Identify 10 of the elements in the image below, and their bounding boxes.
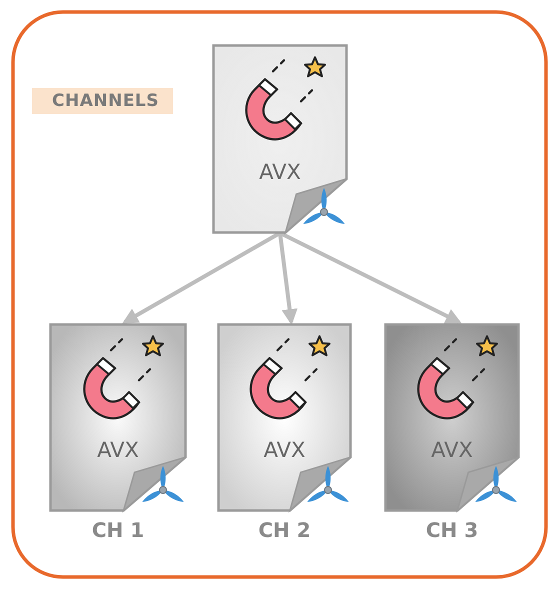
- arrow: [278, 232, 298, 326]
- channel-label: CH 1: [90, 518, 146, 542]
- section-label: CHANNELS: [32, 88, 174, 114]
- channel-label: CH 2: [257, 518, 312, 542]
- file-type-text: AVX: [262, 438, 306, 462]
- file-type-text: AVX: [430, 438, 474, 462]
- arrow: [279, 231, 462, 324]
- file-type-text: AVX: [258, 160, 302, 184]
- channel-label: CH 3: [424, 518, 480, 542]
- file-type-text: AVX: [96, 438, 140, 462]
